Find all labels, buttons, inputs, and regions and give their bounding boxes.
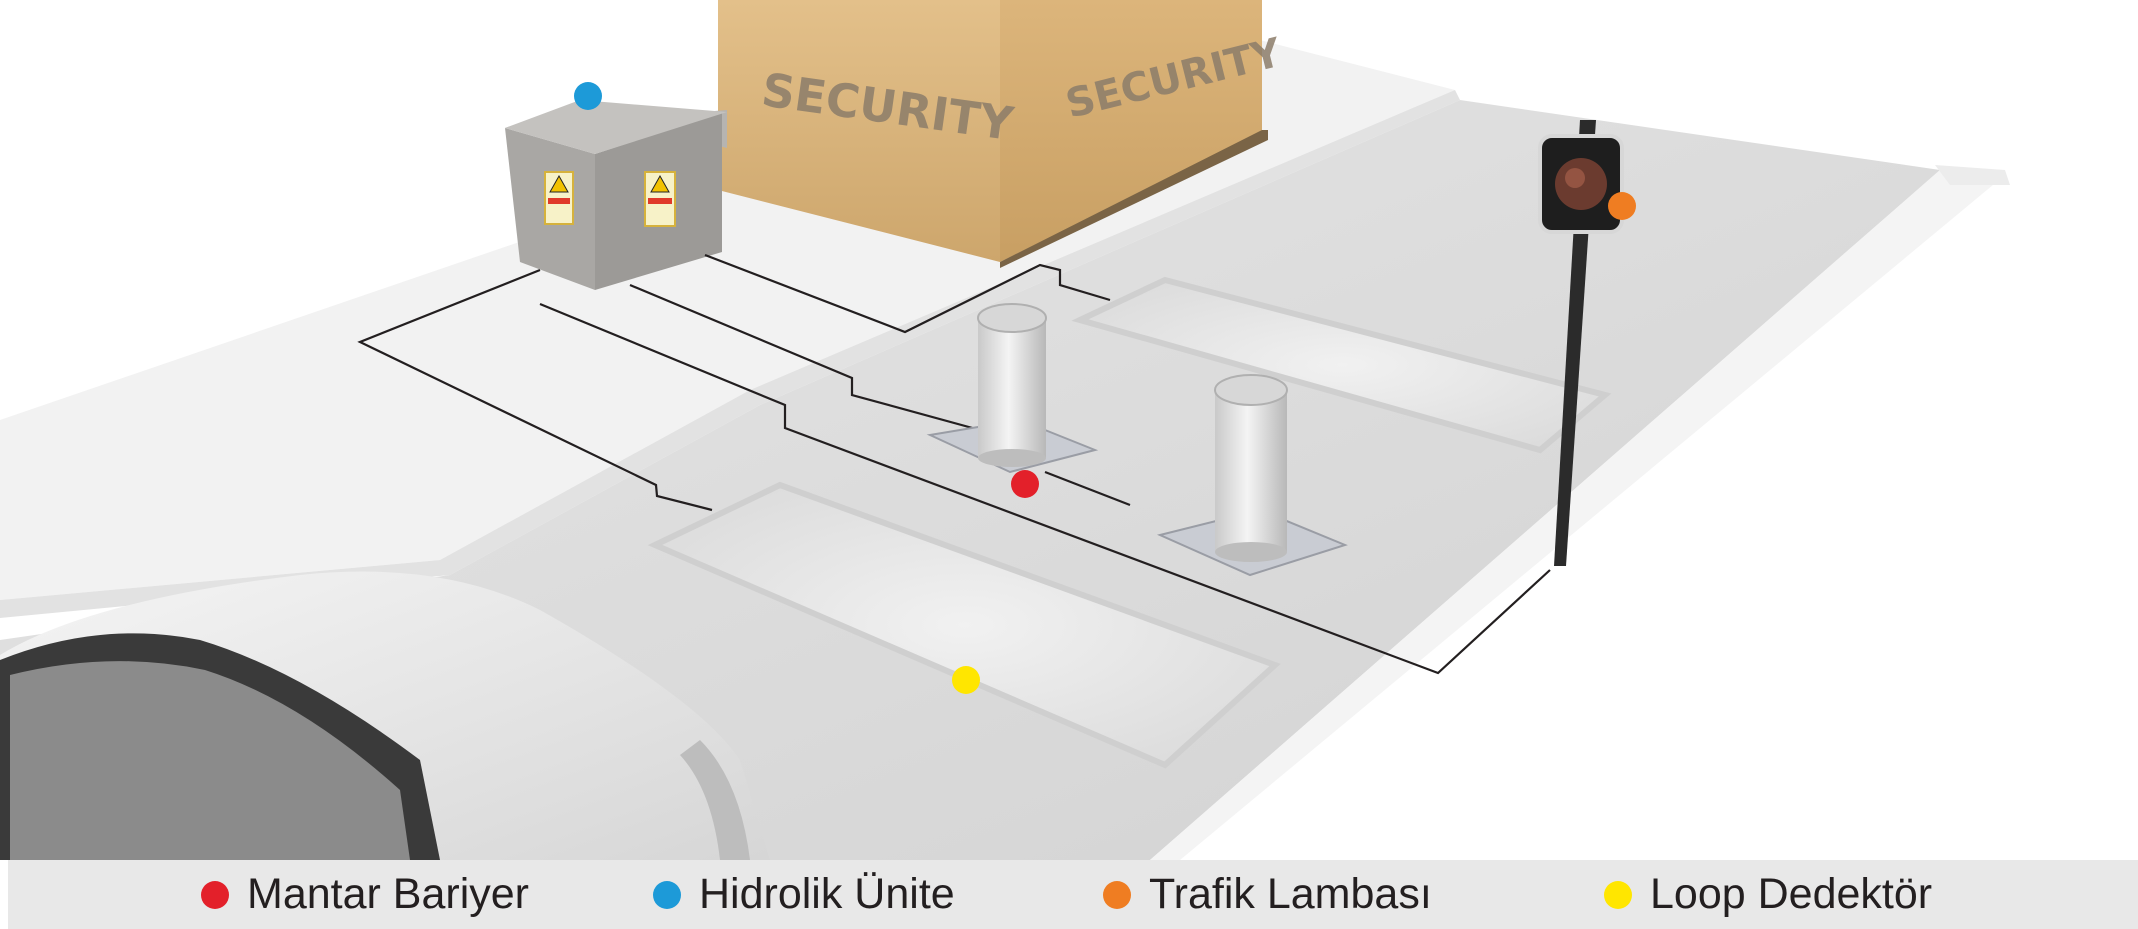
legend-item-loop-detector: Loop Dedektör (1604, 860, 1932, 929)
marker-traffic-light (1608, 192, 1636, 220)
legend-item-traffic-light: Trafik Lambası (1103, 860, 1432, 929)
cables (357, 253, 1551, 675)
legend-label: Trafik Lambası (1149, 870, 1432, 918)
warning-triangle-2-icon (650, 174, 670, 193)
legend-label: Mantar Bariyer (247, 870, 529, 918)
bollard-1 (926, 303, 1099, 474)
legend-label: Loop Dedektör (1650, 870, 1933, 918)
right-curb-top (1935, 165, 2010, 185)
loop-detector-far (1071, 276, 1612, 454)
legend-item-bollard: Mantar Bariyer (201, 860, 529, 929)
orange-dot-icon (1103, 880, 1131, 909)
warning-triangle-1-icon (549, 174, 569, 193)
legend-item-hydraulic-unit: Hidrolik Ünite (653, 860, 955, 929)
right-curb (1150, 170, 2005, 860)
security-building: SECURITY SECURITY (718, 0, 1287, 268)
loop-detector-near (647, 481, 1281, 769)
yellow-dot-icon (1604, 880, 1632, 909)
access-control-diagram: SECURITY SECURITY (0, 0, 2010, 860)
red-dot-icon (201, 880, 229, 909)
traffic-light (1538, 120, 1624, 566)
marker-hydraulic-unit (574, 82, 602, 110)
legend-label: Hidrolik Ünite (699, 870, 955, 918)
marker-loop-detector (952, 666, 980, 694)
blue-dot-icon (653, 880, 681, 909)
car (0, 571, 770, 860)
hydraulic-cabinet (505, 100, 727, 290)
marker-bollard (1011, 470, 1039, 498)
legend: Mantar Bariyer Hidrolik Ünite Trafik Lam… (8, 860, 2138, 929)
bollard-2 (1156, 374, 1348, 577)
